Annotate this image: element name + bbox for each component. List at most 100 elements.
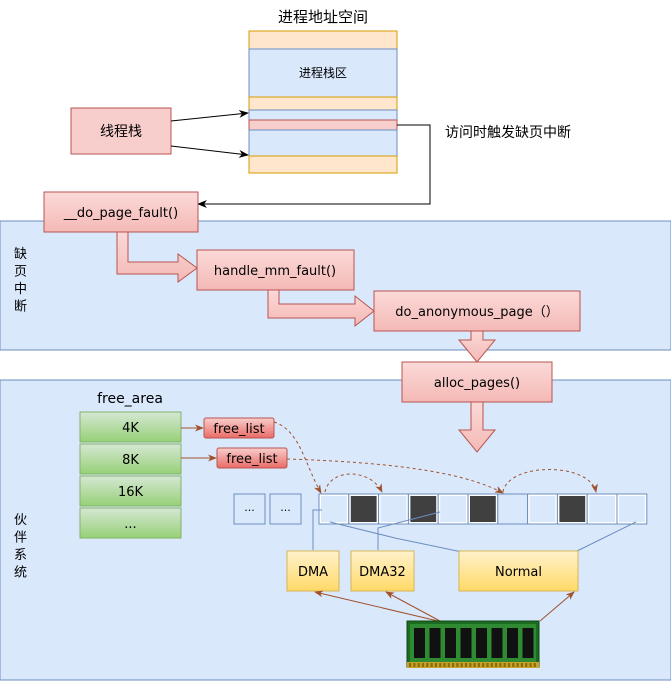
page-cell-fill-2 xyxy=(380,496,407,522)
ram-pin-7 xyxy=(439,663,442,667)
page-array: ... ... xyxy=(233,493,648,525)
ram-to-dma-arrow xyxy=(314,590,439,622)
process-address-space xyxy=(248,30,398,174)
page-ellipsis-1-label: ... xyxy=(244,501,255,514)
ram-pin-14 xyxy=(469,663,472,667)
ram-pin-27 xyxy=(525,663,528,667)
thread-stack-label: 线程栈 xyxy=(100,124,142,140)
ram-to-dma32-arrow xyxy=(385,591,441,622)
page-cell-fill-6 xyxy=(499,496,526,522)
page-cell-fill-9 xyxy=(589,496,615,522)
free-list-4k-label: free_list xyxy=(213,422,264,437)
call-arrow-3 xyxy=(457,329,497,363)
do-page-fault-box xyxy=(43,191,199,233)
page-cell-fill-10 xyxy=(619,496,645,522)
ram-chip-4 xyxy=(476,628,487,658)
zone-dma32 xyxy=(350,550,415,592)
alloc-pages-label: alloc_pages() xyxy=(434,376,520,391)
do-anonymous-page-box xyxy=(373,290,581,332)
page-link-a xyxy=(324,473,383,493)
free-area-item-label-2: 16K xyxy=(118,485,144,500)
thread-stack-slot-2 xyxy=(248,129,398,157)
ram-chip-5 xyxy=(491,628,503,658)
thread-stack-arrow-top xyxy=(170,109,249,122)
free-area-item-2 xyxy=(79,475,182,507)
ram-pin-4 xyxy=(426,663,429,667)
dma-zone-lines xyxy=(312,509,441,550)
ram-pin-11 xyxy=(456,663,459,667)
free-list-4k xyxy=(203,417,275,439)
ram-pin-8 xyxy=(443,663,446,667)
process-stack-area xyxy=(248,48,398,98)
page-ellipsis-2-label: ... xyxy=(280,501,291,514)
ram-pin-15 xyxy=(473,663,476,667)
free-area-list: 4K 8K 16K... xyxy=(79,411,182,539)
free-list-8k-link xyxy=(286,458,504,494)
call-arrow-4 xyxy=(457,400,497,453)
free-area-item-1 xyxy=(79,443,182,475)
zone-dma-label: DMA xyxy=(298,565,328,580)
ram-pin-16 xyxy=(477,663,480,667)
ram-pin-10 xyxy=(452,663,455,667)
page-fault-region-label: 缺页中断 xyxy=(14,247,27,315)
page-cell-fill-5 xyxy=(470,496,496,522)
call-arrow-1 xyxy=(116,230,198,283)
ram-pin-26 xyxy=(520,663,523,667)
page-ellipsis-1 xyxy=(233,493,266,525)
free-list-8k xyxy=(216,447,288,469)
ram-pin-12 xyxy=(460,663,463,667)
free-area-item-label-1: 8K xyxy=(122,453,139,468)
ram-chip-6 xyxy=(507,628,518,658)
page-cell-fill-3 xyxy=(410,496,437,522)
ram-pin-1 xyxy=(413,663,416,667)
handle-mm-fault-box xyxy=(196,249,355,291)
free-list-4k-link xyxy=(273,421,322,494)
ram-pin-13 xyxy=(464,663,468,667)
do-page-fault-label: __do_page_fault() xyxy=(63,206,178,221)
thread-stack-slot-1 xyxy=(248,109,398,121)
page-cell-fill-0 xyxy=(321,496,347,522)
ram-pin-5 xyxy=(430,663,433,667)
page-ellipsis-2 xyxy=(269,493,302,525)
free-area-item-label-0: 4K xyxy=(122,421,139,436)
process-stack-label: 进程栈区 xyxy=(299,65,347,80)
buddy-system-region-label: 伙伴系统 xyxy=(14,513,27,581)
ram-pin-21 xyxy=(499,663,502,667)
free-area-item-3 xyxy=(79,507,182,539)
ram-pin-20 xyxy=(495,663,498,667)
free-list-8k-label: free_list xyxy=(226,452,277,467)
ram-module-icon xyxy=(406,620,540,668)
handle-mm-fault-label: handle_mm_fault() xyxy=(214,264,336,279)
page-cell-fill-7 xyxy=(529,496,556,522)
free-area-item-0 xyxy=(79,411,182,443)
page-cell-fill-8 xyxy=(559,496,586,522)
do-anonymous-page-label: do_anonymous_page（） xyxy=(395,305,558,320)
ram-chip-2 xyxy=(445,628,456,658)
process-space-title: 进程地址空间 xyxy=(278,8,368,26)
ram-chip-7 xyxy=(522,628,534,658)
ram-pin-25 xyxy=(516,663,519,667)
page-fault-trigger-arrow xyxy=(197,124,431,208)
fault-page-slot xyxy=(248,119,398,131)
ram-pin-23 xyxy=(507,663,511,667)
ram-chip-1 xyxy=(429,628,441,658)
alloc-pages-box xyxy=(401,361,553,403)
access-note: 访问时触发缺页中断 xyxy=(445,125,571,141)
page-cell-fill-4 xyxy=(440,496,466,522)
free-area-item-label-3: ... xyxy=(124,517,136,532)
ram-pin-22 xyxy=(503,663,506,667)
ram-chip-3 xyxy=(460,628,472,658)
ram-pin-6 xyxy=(434,663,437,667)
ram-pin-2 xyxy=(417,663,420,667)
zone-normal xyxy=(458,550,579,592)
ram-chip-0 xyxy=(414,628,425,658)
zone-dma32-label: DMA32 xyxy=(359,565,406,580)
normal-zone-lines xyxy=(329,521,637,553)
ram-pin-3 xyxy=(421,663,425,667)
ram-pin-24 xyxy=(512,663,515,667)
ram-pin-9 xyxy=(447,663,450,667)
thread-stack-box xyxy=(70,107,172,155)
ram-to-normal-arrow xyxy=(539,591,575,622)
page-link-b xyxy=(502,469,598,493)
